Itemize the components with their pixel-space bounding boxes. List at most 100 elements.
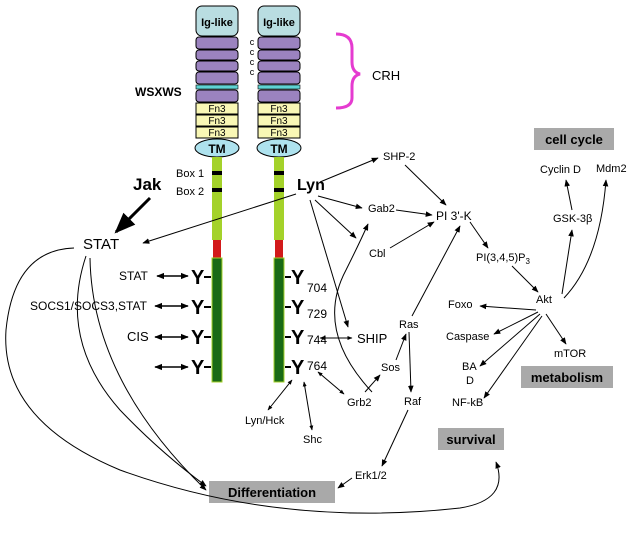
- gab2-label: Gab2: [368, 203, 395, 215]
- tm-label: TM: [208, 142, 225, 156]
- grb2-label: Grb2: [347, 397, 371, 409]
- receptor-chain-right: Ig-like c c c c Fn3 Fn3 Fn3 TM: [250, 5, 302, 383]
- grb2-to-gab2-arrow: [334, 223, 373, 393]
- ship-label: SHIP: [357, 331, 387, 346]
- fn3-domains: Fn3 Fn3 Fn3: [257, 102, 301, 139]
- pip3-to-akt-arrow: [511, 265, 539, 293]
- linker-segment: [213, 240, 221, 258]
- erk-label: Erk1/2: [355, 470, 387, 482]
- fn3-label: Fn3: [208, 116, 226, 127]
- bad-label-line2: D: [466, 375, 474, 387]
- cysteine-label: c: [250, 67, 255, 77]
- receptor-chain-left: Ig-like Fn3 Fn3 Fn3 TM: [194, 5, 240, 383]
- pi3k-label: PI 3'-K: [436, 209, 472, 223]
- ras-to-pi3k-arrow: [411, 225, 461, 317]
- tyrosine-site-729: 729: [307, 307, 327, 321]
- tyrosine-residue: Y: [291, 267, 305, 289]
- tyrosine-site-744: 744: [307, 333, 327, 347]
- akt-to-mdm2-arrow: [563, 179, 609, 299]
- gab2-to-pi3k-arrow: [395, 209, 433, 217]
- pip3-label: PI(3,4,5)P3: [476, 252, 531, 266]
- tyrosine-residue: Y: [191, 327, 205, 349]
- crh-domain: [257, 36, 301, 103]
- tyrosine-residue: Y: [291, 297, 305, 319]
- shp2-label: SHP-2: [383, 151, 415, 163]
- y764-shc-arrow: [302, 381, 314, 431]
- shc-label: Shc: [303, 434, 322, 446]
- cyclin-d-label: Cyclin D: [540, 164, 581, 176]
- shp2-to-pi3k-arrow: [404, 164, 447, 206]
- cysteine-labels: c c c c: [250, 37, 255, 77]
- stat-label: STAT: [83, 236, 119, 253]
- box1-motif: [212, 171, 222, 175]
- tyrosines-right: Y Y Y Y 704 729 744 764: [285, 267, 327, 379]
- stat-to-survival-arrow: [5, 247, 501, 514]
- lyn-to-cbl-arrow: [314, 199, 357, 239]
- mdm2-label: Mdm2: [596, 163, 627, 175]
- cis-binder-label: CIS: [127, 329, 149, 344]
- lyn-label: Lyn: [297, 177, 325, 194]
- crh-domain: [195, 36, 239, 103]
- box1-label: Box 1: [176, 168, 204, 180]
- pip3-main-text: PI(3,4,5)P: [476, 252, 526, 264]
- fn3-label: Fn3: [270, 128, 288, 139]
- box2-motif: [274, 188, 284, 192]
- mtor-label: mTOR: [554, 348, 586, 360]
- linker-segment: [275, 240, 283, 258]
- pathway-arrows: [5, 157, 609, 514]
- differentiation-label: Differentiation: [228, 485, 316, 500]
- lyn-to-ship-arrow: [309, 199, 349, 328]
- bad-label-line1: BA: [462, 361, 477, 373]
- caspase-label: Caspase: [446, 331, 489, 343]
- stat-to-differentiation-arrow: [76, 255, 207, 487]
- jak-label: Jak: [133, 175, 162, 194]
- juxtamembrane-segment: [212, 157, 222, 240]
- differentiation-box: Differentiation: [209, 481, 335, 503]
- ig-like-domain: [195, 5, 239, 37]
- akt-to-foxo-arrow: [479, 303, 537, 311]
- fn3-domains: Fn3 Fn3 Fn3: [195, 102, 239, 139]
- crh-label: CRH: [372, 68, 400, 83]
- lyn-to-gab2-arrow: [317, 195, 363, 210]
- tyrosine-residue: Y: [191, 267, 205, 289]
- box1-motif: [274, 171, 284, 175]
- tyrosine-site-704: 704: [307, 281, 327, 295]
- grb2-to-sos-arrow: [364, 374, 381, 393]
- pi3k-to-pip3-arrow: [469, 221, 489, 249]
- fn3-label: Fn3: [208, 104, 226, 115]
- fn3-label: Fn3: [208, 128, 226, 139]
- fn3-label: Fn3: [270, 116, 288, 127]
- sos-label: Sos: [381, 362, 400, 374]
- metabolism-box: metabolism: [521, 366, 613, 388]
- ig-like-domain: [257, 5, 301, 37]
- gsk3b-label: GSK-3β: [553, 213, 592, 225]
- cysteine-label: c: [250, 37, 255, 47]
- cbl-to-pi3k-arrow: [389, 221, 435, 249]
- lyn-hck-label: Lyn/Hck: [245, 415, 285, 427]
- y764-lyn-hck-arrow: [267, 379, 293, 411]
- lyn-to-stat-arrow: [142, 193, 297, 244]
- wsxws-label: WSXWS: [135, 85, 182, 99]
- cbl-label: Cbl: [369, 248, 386, 260]
- lyn-to-shp2-arrow: [319, 157, 379, 183]
- cell-cycle-label: cell cycle: [545, 132, 603, 147]
- akt-to-gsk3b-arrow: [561, 229, 574, 295]
- akt-to-caspase-arrow: [493, 311, 539, 335]
- box2-motif: [212, 188, 222, 192]
- stat-binder-label: STAT: [119, 269, 149, 283]
- akt-label: Akt: [536, 294, 552, 306]
- stat-to-differentiation-arrow-2: [89, 257, 207, 491]
- metabolism-label: metabolism: [531, 370, 603, 385]
- tyrosines-left: Y Y Y Y: [191, 267, 211, 379]
- tyrosine-residue: Y: [191, 297, 205, 319]
- ig-like-label: Ig-like: [263, 17, 295, 29]
- pip3-subscript: 3: [526, 257, 531, 266]
- gsk3b-to-cyclin-d-arrow: [564, 179, 573, 211]
- jak-to-stat-arrow: [114, 196, 152, 234]
- tyrosine-site-764: 764: [307, 359, 327, 373]
- cell-cycle-box: cell cycle: [534, 128, 614, 150]
- tm-label: TM: [270, 142, 287, 156]
- tyrosine-residue: Y: [291, 357, 305, 379]
